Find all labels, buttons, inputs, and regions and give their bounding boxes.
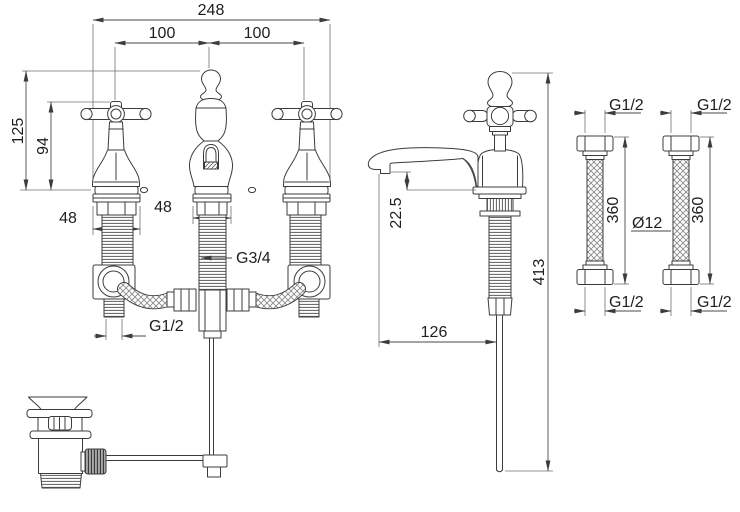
flexible-hoses: G1/2 G1/2 360 G1/2 G1/2 360 Ø12 — [574, 97, 732, 316]
hose-left-top-thread: G1/2 — [609, 97, 644, 114]
dim-spout-clearance: 22.5 — [388, 197, 405, 228]
front-view: 248 100 100 125 94 48 48 G3/4 G1/2 — [10, 2, 343, 489]
dim-height-spout: 125 — [10, 118, 27, 145]
dim-total-width: 248 — [198, 2, 225, 19]
right-valve — [271, 101, 343, 318]
dim-spout-reach: 126 — [421, 324, 448, 341]
hose-diameter-label: Ø12 — [632, 215, 662, 232]
side-shank — [472, 186, 527, 473]
hose-right-dimensions — [660, 110, 727, 316]
hose-right-length: 360 — [690, 197, 707, 224]
dim-overall-height: 413 — [531, 259, 548, 286]
dim-hole-pitch-right: 100 — [244, 25, 271, 42]
dim-flange-left: 48 — [59, 210, 77, 227]
hose-left-bottom-thread: G1/2 — [609, 294, 644, 311]
dim-hole-pitch-left: 100 — [149, 25, 176, 42]
center-spout-front — [139, 69, 257, 291]
spout-side — [367, 147, 479, 187]
dim-height-handle: 94 — [35, 137, 52, 155]
dim-flange-center: 48 — [154, 199, 172, 216]
side-view: 22.5 126 413 — [367, 71, 553, 473]
side-view-dimensions — [378, 72, 553, 472]
label-center-thread: G3/4 — [236, 250, 271, 267]
hose-right-bottom-thread: G1/2 — [697, 294, 732, 311]
tap-body-side — [476, 149, 524, 188]
front-view-dimensions — [20, 17, 331, 340]
side-handle — [463, 71, 537, 152]
popup-waste-assembly — [26, 396, 107, 489]
front-connection-hoses — [117, 282, 306, 310]
label-tail-thread: G1/2 — [149, 318, 184, 335]
hose-right-top-thread: G1/2 — [697, 97, 732, 114]
tee-and-lift-rod — [105, 288, 250, 478]
hose-left-length: 360 — [605, 197, 622, 224]
left-valve — [80, 101, 152, 318]
hose-left-dimensions — [574, 110, 641, 316]
